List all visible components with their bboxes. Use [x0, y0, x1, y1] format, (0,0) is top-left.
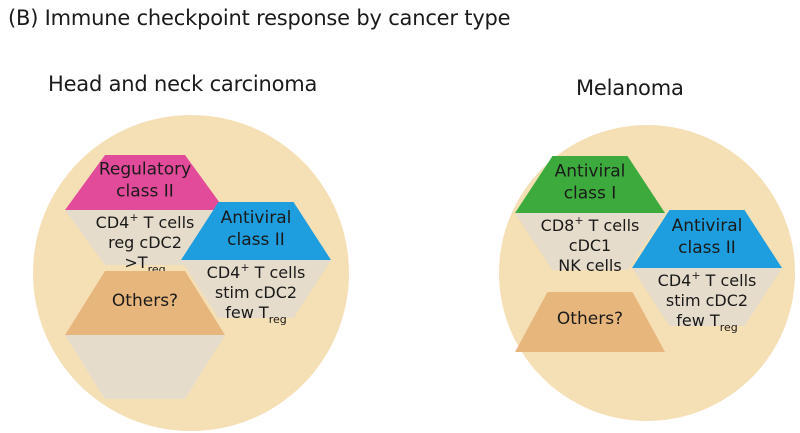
melanoma-hexagon-2-cells-after: T cells — [701, 271, 757, 290]
panel-title-head-neck: Head and neck carcinoma — [48, 72, 318, 96]
head-neck-hexagon-1-cells-text: >T — [124, 253, 147, 272]
head-neck-hexagon-2-cells-line: stim cDC2 — [215, 283, 297, 302]
melanoma-hexagon-2-bottom — [632, 268, 782, 326]
head-neck-hexagon-3-top — [65, 271, 225, 335]
melanoma-hexagon-1-cells-line: NK cells — [558, 256, 621, 275]
head-neck-hexagon-3-label: Others? — [112, 291, 178, 311]
head-neck-hexagon-2-cells-sub: reg — [269, 313, 287, 326]
melanoma-hexagon-2-cells-line: few Treg — [676, 311, 737, 334]
melanoma-hexagon-2-top — [632, 210, 782, 268]
melanoma-hexagon-2-cells-sub: reg — [720, 321, 738, 334]
head-neck-hexagon-1-label-line: class II — [116, 182, 174, 202]
head-neck-hexagon-3 — [65, 271, 225, 399]
head-neck-hexagon-2-label-line: Antiviral — [221, 208, 292, 228]
melanoma-hexagon-2-label-line: Antiviral — [672, 216, 743, 236]
melanoma-hexagon-2-cells-text: few T — [676, 311, 720, 330]
melanoma-hexagon-1-top — [515, 156, 665, 213]
head-neck-hexagon-2-cells-text: few T — [225, 303, 269, 322]
melanoma-hexagon-3-label-line: Others? — [557, 309, 623, 329]
head-neck-hexagon-1-label-line: Regulatory — [99, 160, 191, 180]
melanoma-hexagon-2 — [632, 210, 782, 326]
head-neck-hexagon-2-bottom — [181, 260, 331, 318]
head-neck-hexagon-1-cells-text: reg cDC2 — [108, 233, 182, 252]
melanoma-hexagon-1-cells-line: CD8+ T cells — [541, 214, 640, 235]
melanoma-hexagon-1 — [515, 156, 665, 270]
head-neck-hexagon-2-cells-sup: + — [240, 261, 249, 274]
head-neck-hexagon-1-cells-after: T cells — [139, 213, 195, 232]
figure-title: (B) Immune checkpoint response by cancer… — [8, 6, 511, 30]
melanoma-hexagon-1-cells-sup: + — [574, 214, 583, 227]
head-neck-hexagon-2-cells-text: stim cDC2 — [215, 283, 297, 302]
melanoma-hexagon-1-bottom — [515, 213, 665, 270]
head-neck-hexagon-2-cells-after: T cells — [250, 263, 306, 282]
head-neck-hexagon-2-cells-text: CD4 — [207, 263, 241, 282]
head-neck-hexagon-1-cells-sup: + — [129, 211, 138, 224]
melanoma-hexagon-1-label-line: class I — [564, 184, 617, 204]
melanoma-hexagon-1-cells-line: cDC1 — [569, 236, 611, 255]
melanoma-hexagon-1-cells-text: cDC1 — [569, 236, 611, 255]
melanoma-hexagon-2-cells-line: stim cDC2 — [666, 291, 748, 310]
head-neck-hexagon-1-cells-line: reg cDC2 — [108, 233, 182, 252]
head-neck-hexagon-1-top — [65, 155, 225, 210]
melanoma-hexagon-2-cells-line: CD4+ T cells — [658, 269, 757, 290]
melanoma-hexagon-1-cells-after: T cells — [584, 216, 640, 235]
panel-title-melanoma: Melanoma — [576, 76, 684, 100]
melanoma-hexagon-2-label-line: class II — [678, 238, 736, 258]
head-neck-hexagon-2-cells-line: few Treg — [225, 303, 286, 326]
head-neck-hexagon-1-cells-line: CD4+ T cells — [96, 211, 195, 232]
head-neck-hexagon-1-bottom — [65, 210, 225, 265]
head-neck-hexagon-1-cells-text: CD4 — [96, 213, 130, 232]
melanoma-hexagon-2-cells-text: CD4 — [658, 271, 692, 290]
melanoma-hexagon-1-cells-text: CD8 — [541, 216, 575, 235]
head-neck-hexagon-2-top — [181, 202, 331, 260]
head-neck-hexagon-3-bottom — [65, 335, 225, 399]
melanoma-hexagon-2-cells-sup: + — [691, 269, 700, 282]
head-neck-hexagon-2 — [181, 202, 331, 318]
melanoma-hexagon-1-cells-text: NK cells — [558, 256, 621, 275]
melanoma-hexagon-3-label: Others? — [557, 309, 623, 329]
head-neck-hexagon-3-label-line: Others? — [112, 291, 178, 311]
head-neck-hexagon-2-label-line: class II — [227, 230, 285, 250]
head-neck-hexagon-1 — [65, 155, 225, 265]
melanoma-hexagon-2-cells-text: stim cDC2 — [666, 291, 748, 310]
head-neck-hexagon-2-cells-line: CD4+ T cells — [207, 261, 306, 282]
melanoma-hexagon-1-label-line: Antiviral — [555, 162, 626, 182]
melanoma-hexagon-3 — [515, 292, 665, 352]
